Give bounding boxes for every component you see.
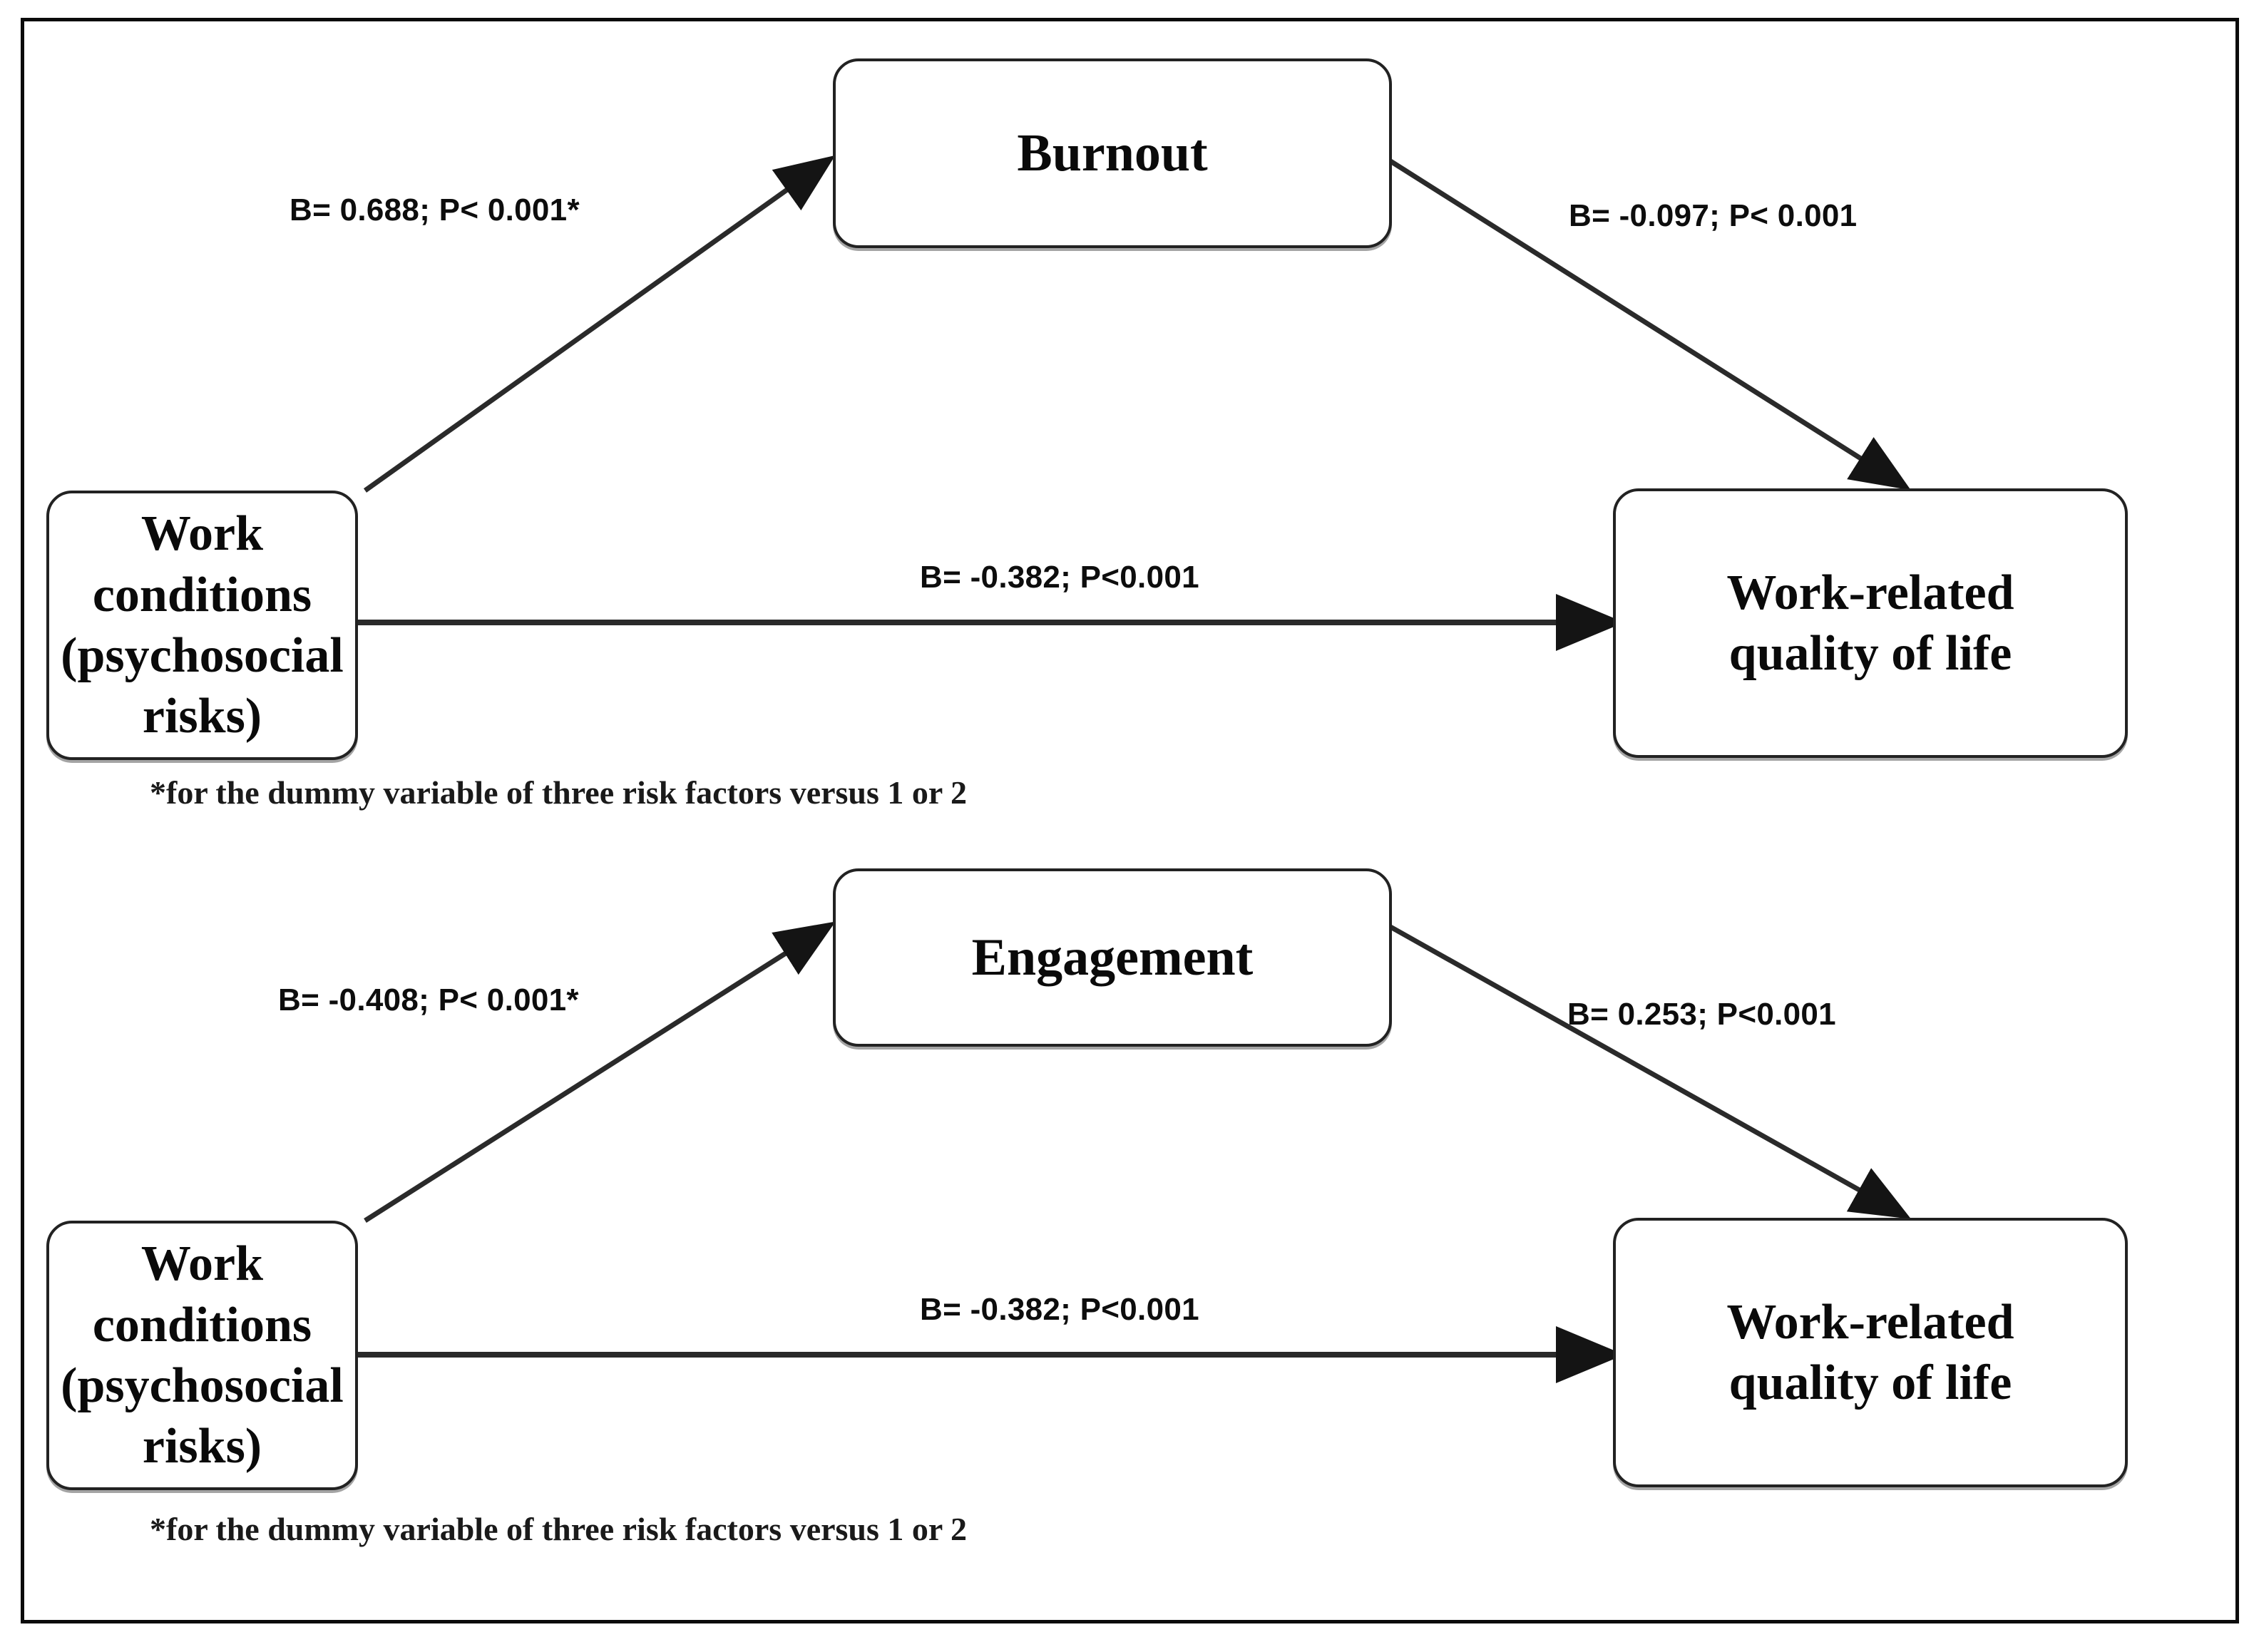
node-wrqol-1[interactable]: Work-related quality of life (1613, 488, 2128, 758)
node-burnout-label: Burnout (1017, 123, 1208, 183)
node-burnout[interactable]: Burnout (833, 58, 1392, 248)
edge-label-work-to-wrqol: B= -0.382; P<0.001 (920, 560, 1199, 595)
node-wrqol-2-label: Work-related quality of life (1726, 1294, 2014, 1410)
footnote-panel-1: *for the dummy variable of three risk fa… (150, 774, 968, 811)
edge-label-engagement-to-wrqol: B= 0.253; P<0.001 (1567, 997, 1836, 1032)
node-engagement[interactable]: Engagement (833, 868, 1392, 1047)
node-work-conditions-1[interactable]: Work conditions (psychosocial risks) (46, 491, 358, 760)
node-wrqol-1-label: Work-related quality of life (1726, 565, 2014, 681)
node-engagement-label: Engagement (971, 928, 1254, 987)
node-work-conditions-1-label: Work conditions (psychosocial risks) (61, 506, 344, 744)
node-work-conditions-2[interactable]: Work conditions (psychosocial risks) (46, 1221, 358, 1490)
node-work-conditions-2-label: Work conditions (psychosocial risks) (61, 1236, 344, 1474)
edge-label-work-to-wrqol-2: B= -0.382; P<0.001 (920, 1292, 1199, 1327)
footnote-panel-2: *for the dummy variable of three risk fa… (150, 1511, 968, 1547)
edge-label-work-to-burnout: B= 0.688; P< 0.001* (290, 193, 580, 227)
edge-label-burnout-to-wrqol: B= -0.097; P< 0.001 (1569, 198, 1858, 233)
node-wrqol-2[interactable]: Work-related quality of life (1613, 1218, 2128, 1487)
edge-label-work-to-engagement: B= -0.408; P< 0.001* (278, 983, 579, 1017)
